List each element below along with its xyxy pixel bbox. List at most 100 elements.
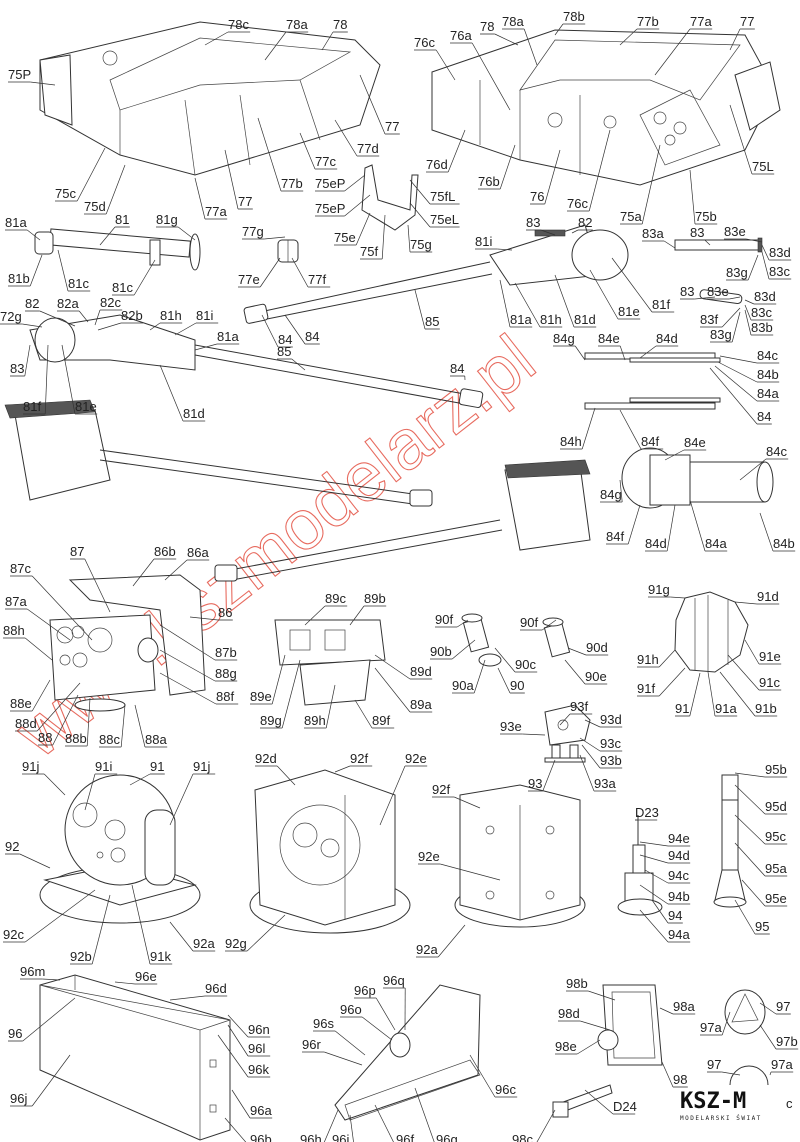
leader-line [354, 699, 373, 729]
leader-line [409, 179, 431, 205]
leader-line [619, 28, 638, 46]
part-label: 82a [57, 296, 79, 311]
part-label: 81f [23, 399, 41, 414]
part-label: 91h [637, 652, 659, 667]
part-label: 95d [765, 799, 787, 814]
part-callout: 98d [558, 1006, 611, 1031]
part-label: 92a [193, 936, 215, 951]
disc-91-drawing [674, 591, 749, 673]
part-label: 93b [600, 753, 622, 768]
leader-line [159, 624, 216, 661]
part-label: 89h [304, 713, 326, 728]
leader-line [494, 647, 516, 673]
leader-line [689, 169, 696, 225]
leader-line [522, 733, 546, 736]
part-label: 77a [690, 14, 712, 29]
leader-line [224, 149, 239, 210]
part-label: 77e [238, 272, 260, 287]
leader-line [86, 697, 91, 747]
page-letter: c [786, 1096, 793, 1111]
bracket-75-drawing [361, 164, 419, 231]
part-label: 75eL [430, 212, 459, 227]
leader-line [494, 33, 519, 46]
part-callout: 96l [227, 1024, 271, 1057]
part-callout: 88a [134, 704, 167, 748]
part-callout: 81 [99, 212, 130, 246]
part-callout: D23 [635, 805, 659, 821]
part-label: 83d [754, 289, 776, 304]
part-callout: 84b [717, 361, 780, 383]
part-callout: 97 [707, 1057, 741, 1076]
part-label: 88a [145, 732, 167, 747]
leader-line [759, 1024, 777, 1050]
part-callout: 89g [260, 659, 301, 729]
part-callout: 95a [734, 842, 787, 877]
leader-line [497, 667, 511, 694]
part-callout: 83e [707, 284, 741, 300]
leader-line [664, 449, 685, 461]
leader-line [407, 224, 411, 253]
part-callout: 92e [418, 849, 501, 881]
leader-line [169, 921, 194, 952]
part-label: 95a [765, 861, 787, 876]
leader-line [94, 309, 101, 326]
part-label: 83g [710, 327, 732, 342]
part-label: 77 [385, 119, 399, 134]
leader-line [734, 842, 766, 877]
part-label: 96e [135, 969, 157, 984]
leader-line [361, 1016, 393, 1041]
part-label: 84h [560, 434, 582, 449]
leader-line [579, 754, 595, 792]
leader-line [61, 344, 76, 415]
leader-line [78, 310, 89, 323]
leader-line [759, 512, 774, 552]
part-callout: 96h [300, 1109, 339, 1142]
leader-line [584, 719, 601, 728]
leader-line [325, 684, 336, 729]
part-callout: 83 [526, 215, 556, 236]
part-callout: 81f [23, 344, 49, 415]
leader-line [31, 575, 93, 641]
part-callout: 92a [169, 921, 215, 952]
part-callout: 75d [84, 164, 126, 215]
part-label: 77b [281, 176, 303, 191]
leader-line [131, 884, 151, 965]
part-callout: 84g [553, 331, 586, 361]
part-callout: 75g [407, 224, 433, 253]
part-label: 75a [620, 209, 642, 224]
part-callout: 98 [661, 1061, 688, 1088]
part-label: 77 [238, 194, 252, 209]
part-label: 92e [418, 849, 440, 864]
part-callout: 84e [664, 435, 707, 461]
part-callout: 81h [149, 308, 183, 331]
leader-line [734, 601, 758, 605]
part-label: 81d [183, 406, 205, 421]
part-label: 84g [553, 331, 575, 346]
leader-line [261, 314, 279, 348]
part-label: 96f [396, 1132, 414, 1142]
part-label: 92a [416, 942, 438, 957]
part-callout: 98a [659, 999, 695, 1015]
part-label: 78 [480, 19, 494, 34]
part-label: 88h [3, 623, 25, 638]
part-callout: 93b [581, 744, 623, 769]
part-callout: 90f [520, 615, 557, 631]
part-callout: 81i [174, 308, 219, 336]
part-label: 76 [530, 189, 544, 204]
part-callout: 88g [159, 649, 238, 682]
part-callout: 77g [242, 224, 286, 240]
leader-line [19, 853, 51, 869]
part-callout: 81b [8, 254, 43, 287]
part-label: 88g [215, 666, 237, 681]
part-label: 78a [502, 14, 524, 29]
part-callout: 81i [475, 234, 513, 251]
part-label: 82 [25, 296, 39, 311]
leader-line [159, 364, 184, 422]
lamp-90-drawing [461, 613, 571, 667]
part-callout: 88b [65, 697, 91, 747]
leader-line [194, 177, 206, 220]
part-callout: 96q [383, 973, 406, 1031]
part-callout: 96n [227, 1014, 271, 1038]
part-callout: 91h [637, 649, 676, 668]
